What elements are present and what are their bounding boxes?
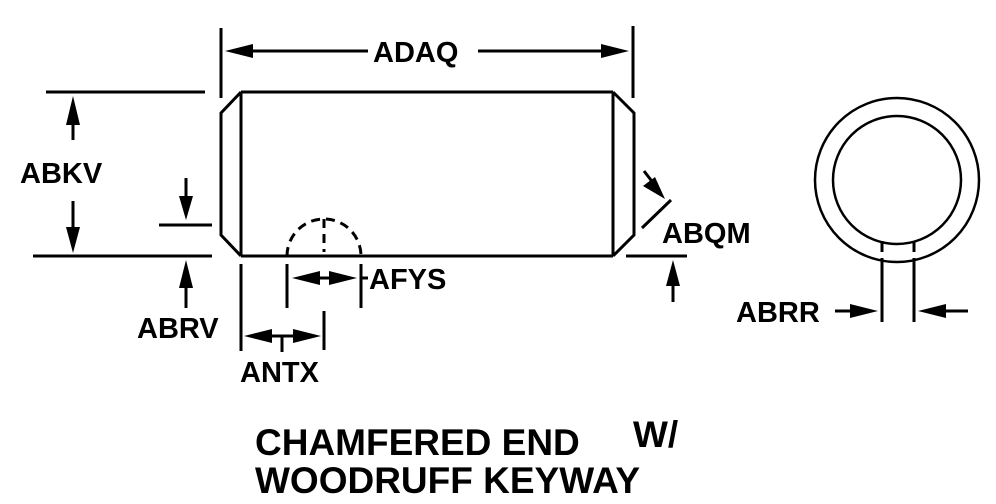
antx-arrow-left [244, 329, 272, 343]
antx-arrow-right [293, 329, 321, 343]
dimension-abkv: ABKV [20, 90, 212, 258]
dimension-afys: AFYS [285, 264, 446, 308]
title-suffix: W/ [633, 414, 678, 455]
outer-circle [813, 96, 981, 264]
afys-arrow-right [329, 271, 357, 285]
title-line-1: CHAMFERED END [255, 422, 580, 463]
inner-circle [831, 114, 963, 246]
dimension-abqm: ABQM [626, 170, 751, 302]
abqm-arrow-up [666, 260, 680, 286]
abkv-label: ABKV [20, 158, 103, 190]
adaq-arrow-right [601, 44, 629, 58]
adaq-arrow-left [225, 44, 253, 58]
drawing-title: CHAMFERED END W/ WOODRUFF KEYWAY [255, 414, 678, 501]
afys-arrow-left [292, 271, 320, 285]
end-view [813, 96, 981, 322]
afys-label: AFYS [369, 264, 446, 296]
abrr-label: ABRR [736, 297, 820, 329]
abrr-arrow-right [850, 304, 878, 318]
side-view [219, 90, 636, 258]
dimension-antx: ANTX [239, 264, 326, 389]
left-chamfered-end [219, 90, 243, 258]
dimension-abrv: ABRV [137, 178, 219, 345]
abrr-arrow-left [918, 304, 946, 318]
dimension-abrr: ABRR [736, 297, 968, 329]
abkv-arrow-up [66, 96, 80, 125]
abkv-arrow-down [66, 227, 80, 253]
abqm-arrow [643, 177, 665, 199]
adaq-label: ADAQ [373, 37, 458, 69]
abqm-chamfer-extension [640, 198, 673, 230]
antx-label: ANTX [240, 357, 320, 389]
right-chamfered-end [611, 90, 636, 258]
title-line-2: WOODRUFF KEYWAY [255, 460, 640, 501]
abrv-arrow-down [179, 196, 193, 220]
dimension-adaq: ADAQ [219, 26, 635, 98]
abrv-label: ABRV [137, 313, 219, 345]
abqm-label: ABQM [662, 218, 751, 250]
abrv-arrow-up [179, 260, 193, 288]
woodruff-keyway-hidden-arc [285, 217, 363, 257]
